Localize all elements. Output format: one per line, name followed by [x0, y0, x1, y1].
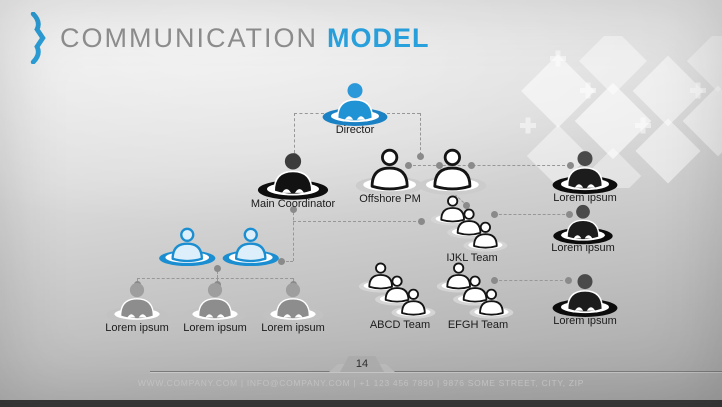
- footer-contact-info: WWW.COMPANY.COM | INFO@COMPANY.COM | +1 …: [137, 378, 585, 388]
- node-label: ABCD Team: [369, 319, 431, 332]
- connector-line: [217, 267, 218, 278]
- connector-line: [293, 221, 421, 222]
- connector-dot: [566, 161, 574, 169]
- node-lorem-ipsum-2: Lorem ipsum: [550, 203, 616, 254]
- node-label: Director: [335, 124, 375, 137]
- node-label: Offshore PM: [359, 193, 421, 206]
- node-label: Lorem ipsum: [553, 315, 617, 328]
- node-label: Lorem ipsum: [261, 322, 325, 335]
- footer-divider: [150, 371, 722, 373]
- connector-dot: [213, 264, 221, 272]
- title-word-model: MODEL: [326, 22, 430, 53]
- connector-dot: [490, 276, 498, 284]
- connector-line: [408, 165, 570, 166]
- node-lorem-ipsum-6: Lorem ipsum: [549, 272, 621, 327]
- person-icon: [322, 82, 388, 126]
- bottom-bar: [0, 400, 722, 407]
- person-icon: [262, 282, 324, 324]
- connector-dot: [435, 161, 443, 169]
- connector-dot: [416, 152, 424, 160]
- connector-dot: [289, 205, 297, 213]
- connector-dot: [564, 276, 572, 284]
- connector-line: [494, 214, 570, 215]
- connector-dot: [467, 161, 475, 169]
- connector-line: [282, 261, 293, 262]
- person-icon: [552, 150, 618, 194]
- node-coordinator-pair: [156, 227, 282, 268]
- connector-dot: [462, 201, 470, 209]
- node-label: Lorem ipsum: [553, 192, 617, 205]
- person-icon: [257, 152, 329, 200]
- person-icon: [430, 195, 507, 252]
- person-icon: [358, 262, 435, 319]
- node-main-coordinator: Main Coordinator: [251, 151, 335, 210]
- node-label: Lorem ipsum: [183, 322, 247, 335]
- node-lorem-ipsum-1: Lorem ipsum: [549, 149, 621, 204]
- connector-line: [294, 113, 324, 114]
- connector-line: [293, 207, 294, 261]
- person-icon: [159, 227, 279, 266]
- person-icon: [184, 282, 246, 324]
- node-lorem-ipsum-4: Lorem ipsum: [181, 281, 249, 334]
- connector-dot: [404, 161, 412, 169]
- connector-dot: [490, 210, 498, 218]
- connector-line: [372, 113, 420, 114]
- connector-line: [420, 113, 421, 155]
- connector-dot: [417, 217, 425, 225]
- node-label: Lorem ipsum: [105, 322, 169, 335]
- connector-line: [294, 113, 295, 153]
- node-label: Main Coordinator: [250, 198, 336, 211]
- node-label: Lorem ipsum: [551, 242, 615, 255]
- person-icon: [106, 282, 168, 324]
- person-icon: [552, 273, 618, 317]
- page-number-tab: 14: [340, 356, 384, 372]
- page-number: 14: [355, 358, 369, 370]
- node-offshore-pm: Offshore PM: [352, 148, 490, 205]
- node-lorem-ipsum-5: Lorem ipsum: [259, 281, 327, 334]
- node-director: Director: [319, 81, 391, 136]
- brace-icon: [30, 12, 46, 64]
- node-abcd-team: ABCD Team: [353, 262, 448, 331]
- page-title: COMMUNICATION MODEL: [60, 23, 429, 54]
- person-icon: [355, 148, 487, 195]
- person-icon: [553, 204, 613, 244]
- connector-line: [137, 278, 293, 279]
- node-ijkl-team: IJKL Team: [425, 195, 520, 264]
- node-label: IJKL Team: [446, 252, 498, 265]
- slide-header: COMMUNICATION MODEL: [28, 12, 429, 64]
- title-word-communication: COMMUNICATION: [60, 22, 318, 53]
- connector-dot: [565, 210, 573, 218]
- node-label: EFGH Team: [447, 319, 509, 332]
- person-icon: [436, 262, 513, 319]
- connector-dot: [277, 257, 285, 265]
- connector-line: [494, 280, 568, 281]
- node-efgh-team: EFGH Team: [431, 262, 526, 331]
- node-lorem-ipsum-3: Lorem ipsum: [103, 281, 171, 334]
